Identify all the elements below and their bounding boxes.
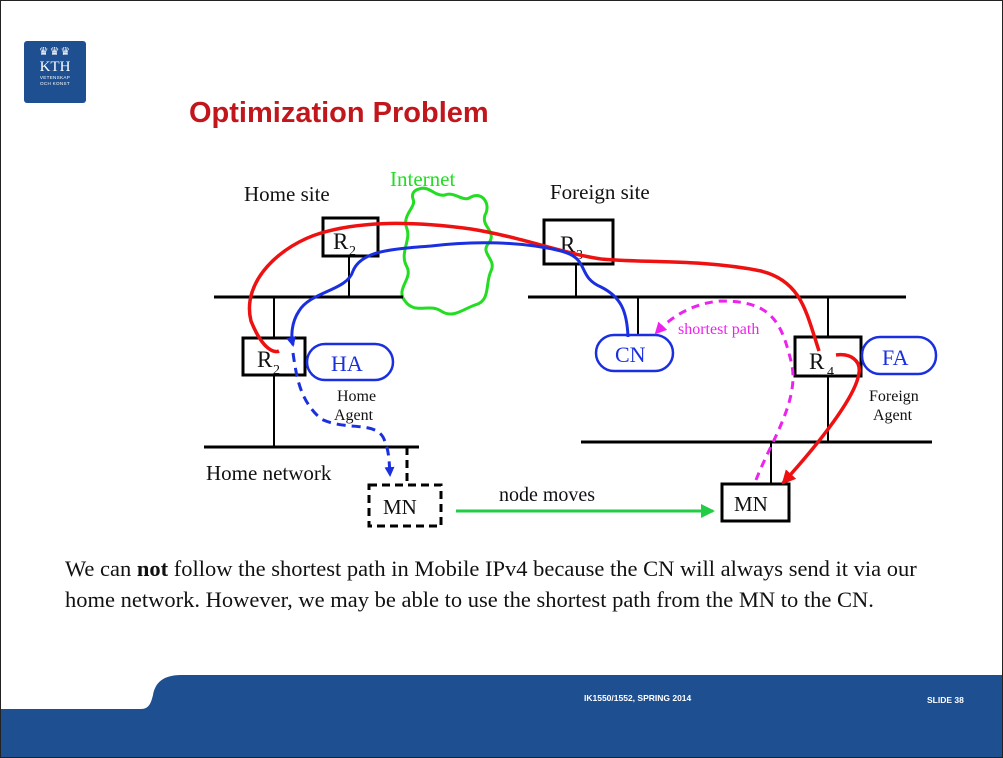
foreign-agent-label-1: Foreign [869,388,919,405]
shortest-path [654,299,795,481]
node-moves-label: node moves [499,484,595,506]
svg-text:R: R [809,349,825,374]
home-agent-label-2: Agent [334,407,374,424]
slide-number: SLIDE 38 [927,695,964,705]
shortest-path-label: shortest path [678,321,759,338]
svg-text:CN: CN [615,342,646,367]
blue-path [286,241,630,347]
mobile-node-new: MN [720,482,791,523]
svg-text:HA: HA [331,351,363,376]
foreign-site-label: Foreign site [550,180,650,204]
crown-icon: ♛♛♛ [38,45,72,58]
svg-text:2: 2 [349,244,356,259]
logo-subtext-2: OCH KONST [39,81,70,86]
svg-text:MN: MN [383,495,417,519]
internet-cloud [400,186,494,316]
home-network-label: Home network [206,461,332,485]
svg-text:MN: MN [734,492,768,516]
foreign-agent: FA [860,335,938,376]
logo-text: KTH [39,59,71,75]
emphasis-not: not [136,556,169,581]
logo-subtext-1: VETENSKAP [39,75,71,80]
foreign-agent-label-2: Agent [873,407,913,424]
home-site-label: Home site [244,182,330,206]
router-foreign-site: R 3 [542,218,615,266]
correspondent-node: CN [594,333,675,373]
slide-title: Optimization Problem [189,97,489,129]
mobile-node-old: MN [367,483,443,528]
svg-text:4: 4 [827,365,834,380]
course-label: IK1550/1552, SPRING 2014 [584,693,692,703]
red-path [247,221,821,354]
svg-text:FA: FA [882,345,909,370]
blue-dashed-path [291,352,395,477]
svg-text:R: R [333,229,349,254]
body-text: We can not follow the shortest path in M… [65,556,917,612]
kth-logo: ♛♛♛ KTH VETENSKAP OCH KONST [24,41,86,103]
home-agent: HA [305,342,395,382]
svg-text:R: R [257,347,273,372]
home-agent-label-1: Home [337,388,376,405]
svg-text:2: 2 [273,363,280,378]
